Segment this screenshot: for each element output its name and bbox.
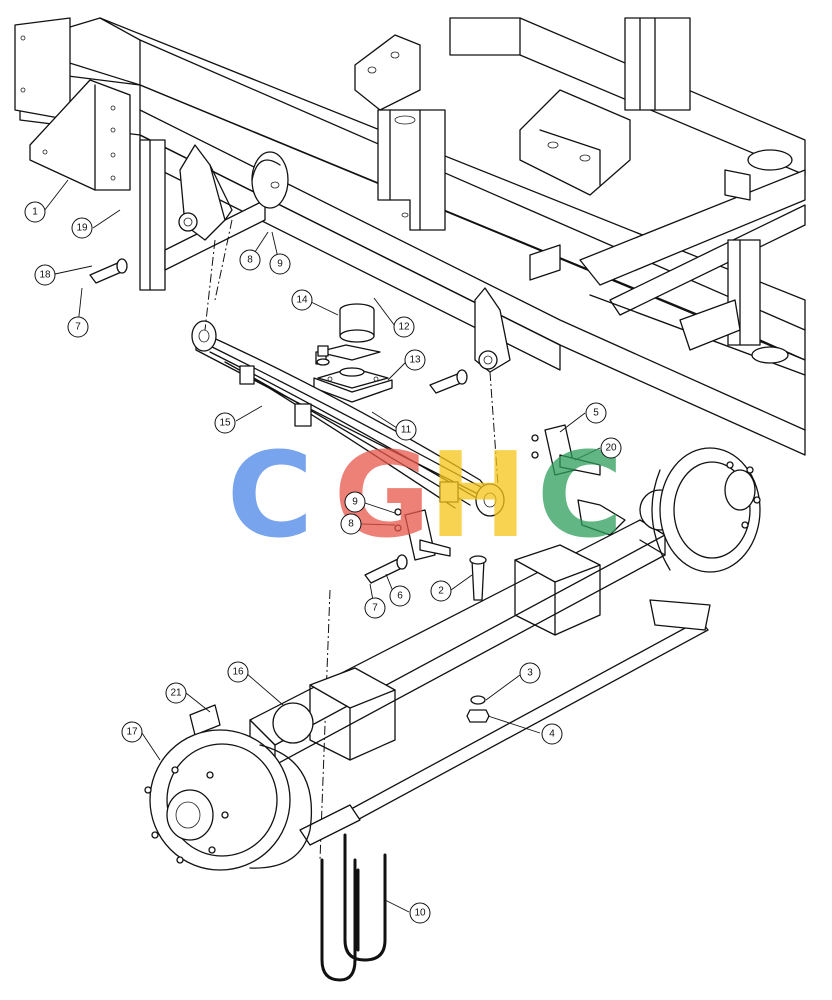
axle-assembly	[144, 447, 761, 871]
svg-text:2: 2	[438, 586, 444, 597]
callout-8: 8	[239, 249, 261, 271]
svg-text:8: 8	[348, 519, 354, 530]
svg-text:13: 13	[409, 355, 421, 366]
watermark: C G H C	[227, 426, 624, 564]
callout-9b: 9	[344, 491, 366, 513]
svg-text:18: 18	[39, 270, 51, 281]
callout-21: 21	[165, 682, 187, 704]
callout-1: 1	[24, 201, 46, 223]
svg-text:7: 7	[372, 603, 378, 614]
svg-text:1: 1	[32, 207, 38, 218]
svg-text:15: 15	[219, 418, 231, 429]
svg-text:10: 10	[414, 908, 426, 919]
callout-17: 17	[121, 721, 143, 743]
callout-19: 19	[71, 217, 93, 239]
right-wheel-studs	[726, 461, 761, 529]
svg-text:12: 12	[398, 322, 410, 333]
rear-spring-hanger	[474, 287, 511, 373]
callout-8b: 8	[340, 513, 362, 535]
svg-text:8: 8	[247, 255, 253, 266]
callout-4: 4	[541, 723, 563, 745]
svg-text:11: 11	[401, 425, 412, 436]
callout-16: 16	[227, 661, 249, 683]
callout-6: 6	[389, 585, 411, 607]
u-bolts	[320, 833, 387, 982]
callout-2: 2	[430, 580, 452, 602]
svg-text:6: 6	[397, 591, 403, 602]
callout-13: 13	[404, 349, 426, 371]
front-spring-hanger	[178, 144, 233, 241]
callouts: 1 19 18 7 8 9 14 12 13 11 15 5 20 9 8 6 …	[24, 201, 622, 924]
leaf-spring	[191, 320, 505, 517]
trailer-frame	[19, 17, 806, 456]
svg-text:19: 19	[76, 223, 88, 234]
svg-text:9: 9	[352, 497, 358, 508]
svg-text:20: 20	[605, 443, 617, 454]
callout-7: 7	[67, 316, 89, 338]
callout-5: 5	[585, 402, 607, 424]
svg-text:21: 21	[170, 688, 182, 699]
watermark-letter-3: H	[429, 426, 528, 564]
callout-10: 10	[409, 902, 431, 924]
watermark-letter-1: C	[227, 426, 314, 564]
callout-14: 14	[291, 289, 313, 311]
callout-20: 20	[600, 437, 622, 459]
left-wheel-studs	[144, 766, 229, 864]
leader-lines	[43, 179, 601, 913]
svg-text:3: 3	[527, 668, 533, 679]
callout-7b: 7	[364, 597, 386, 619]
svg-text:17: 17	[126, 727, 138, 738]
callout-18: 18	[34, 264, 56, 286]
callout-3: 3	[519, 662, 541, 684]
svg-text:16: 16	[232, 667, 244, 678]
svg-text:14: 14	[296, 295, 308, 306]
callout-9: 9	[269, 253, 291, 275]
svg-text:4: 4	[549, 729, 555, 740]
callout-11: 11	[395, 419, 417, 441]
svg-text:9: 9	[277, 259, 283, 270]
svg-text:7: 7	[75, 322, 81, 333]
gusset-plate	[14, 17, 131, 191]
centerlines	[204, 219, 499, 861]
callout-15: 15	[214, 412, 236, 434]
shackle-hardware	[89, 258, 601, 723]
svg-text:5: 5	[593, 408, 599, 419]
callout-12: 12	[393, 316, 415, 338]
bump-stop-assembly	[313, 303, 393, 403]
